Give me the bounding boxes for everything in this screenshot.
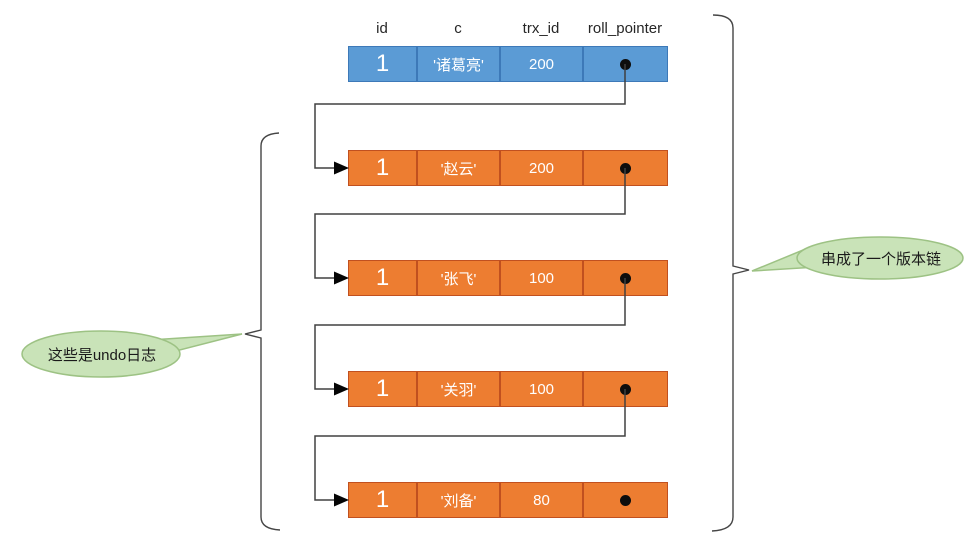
cell-roll-pointer (583, 371, 668, 407)
cell-c: '赵云' (417, 150, 500, 186)
arrowhead-icon (334, 382, 349, 396)
undo-row-2: 1 '张飞' 100 (348, 260, 668, 296)
cell-id: 1 (348, 150, 417, 186)
cell-id: 1 (348, 46, 417, 82)
cell-c: '诸葛亮' (417, 46, 500, 82)
undo-row-4: 1 '刘备' 80 (348, 482, 668, 518)
roll-pointer-dot (620, 272, 631, 284)
column-header-roll-pointer: roll_pointer (587, 20, 663, 37)
cell-trx-id: 200 (500, 46, 583, 82)
roll-pointer-dot (620, 383, 631, 395)
column-header-c: c (454, 20, 462, 37)
cell-trx-id: 100 (500, 260, 583, 296)
cell-trx-id: 200 (500, 150, 583, 186)
undo-row-1: 1 '赵云' 200 (348, 150, 668, 186)
cell-trx-id: 80 (500, 482, 583, 518)
column-header-id: id (376, 20, 388, 37)
arrowhead-icon (334, 271, 349, 285)
cell-c: '张飞' (417, 260, 500, 296)
record-row-current: 1 '诸葛亮' 200 (348, 46, 668, 82)
cell-c: '关羽' (417, 371, 500, 407)
roll-pointer-dot (620, 494, 631, 506)
column-header-trx-id: trx_id (522, 20, 560, 37)
version-chain-brace (711, 14, 750, 532)
arrowhead-icon (334, 493, 349, 507)
cell-roll-pointer (583, 482, 668, 518)
version-chain-callout-label: 串成了一个版本链 (820, 250, 941, 268)
undo-log-callout-label: 这些是undo日志 (47, 346, 157, 364)
cell-id: 1 (348, 260, 417, 296)
cell-roll-pointer (583, 260, 668, 296)
undo-row-3: 1 '关羽' 100 (348, 371, 668, 407)
arrowhead-icon (334, 161, 349, 175)
cell-id: 1 (348, 371, 417, 407)
cell-trx-id: 100 (500, 371, 583, 407)
cell-id: 1 (348, 482, 417, 518)
undo-group-brace (244, 132, 281, 531)
roll-pointer-dot (620, 58, 631, 70)
cell-c: '刘备' (417, 482, 500, 518)
cell-roll-pointer (583, 150, 668, 186)
cell-roll-pointer (583, 46, 668, 82)
roll-pointer-dot (620, 162, 631, 174)
